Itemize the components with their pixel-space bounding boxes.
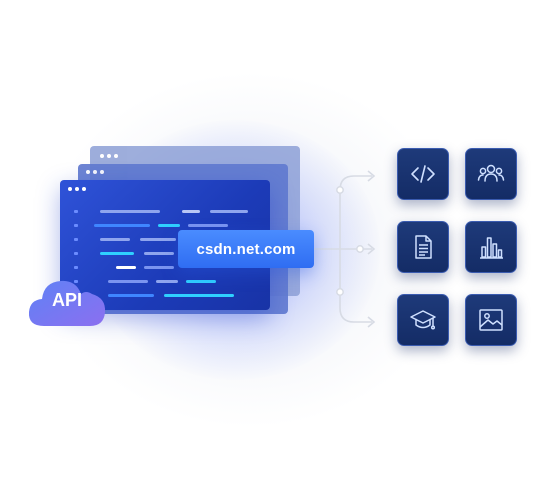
tile-code[interactable] xyxy=(397,148,449,200)
tile-graduation-cap[interactable] xyxy=(397,294,449,346)
bar-chart-icon xyxy=(480,237,503,259)
code-line xyxy=(186,280,216,283)
window-dots xyxy=(86,170,104,174)
graduation-cap-icon xyxy=(410,310,436,330)
code-icon xyxy=(411,165,435,183)
code-line xyxy=(116,266,136,269)
tile-image[interactable] xyxy=(465,294,517,346)
users-icon xyxy=(477,164,505,182)
image-icon xyxy=(479,309,503,331)
line-number xyxy=(74,210,78,213)
line-number xyxy=(74,252,78,255)
tile-users[interactable] xyxy=(465,148,517,200)
connector-node-bottom xyxy=(336,288,344,296)
code-line xyxy=(144,252,174,255)
code-line xyxy=(108,280,148,283)
url-text: csdn.net.com xyxy=(196,240,296,258)
code-line xyxy=(158,224,180,227)
code-line xyxy=(182,210,200,213)
code-line xyxy=(108,294,154,297)
code-line xyxy=(156,280,178,283)
line-number xyxy=(74,224,78,227)
api-label: API xyxy=(51,290,82,310)
code-line xyxy=(140,238,176,241)
url-label: csdn.net.com xyxy=(178,230,314,268)
code-line xyxy=(164,294,234,297)
code-line xyxy=(100,238,130,241)
window-dots xyxy=(68,187,86,191)
window-dots xyxy=(100,154,118,158)
code-line xyxy=(188,224,228,227)
line-number xyxy=(74,280,78,283)
line-number xyxy=(74,266,78,269)
tile-bar-chart[interactable] xyxy=(465,221,517,273)
code-line xyxy=(100,252,134,255)
code-line xyxy=(144,266,174,269)
tile-document[interactable] xyxy=(397,221,449,273)
code-line xyxy=(210,210,248,213)
line-number xyxy=(74,238,78,241)
code-line xyxy=(100,210,160,213)
document-icon xyxy=(415,235,432,259)
connector-node-middle xyxy=(356,245,364,253)
code-line xyxy=(94,224,150,227)
api-cloud-icon xyxy=(28,280,106,326)
connector-node-top xyxy=(336,186,344,194)
